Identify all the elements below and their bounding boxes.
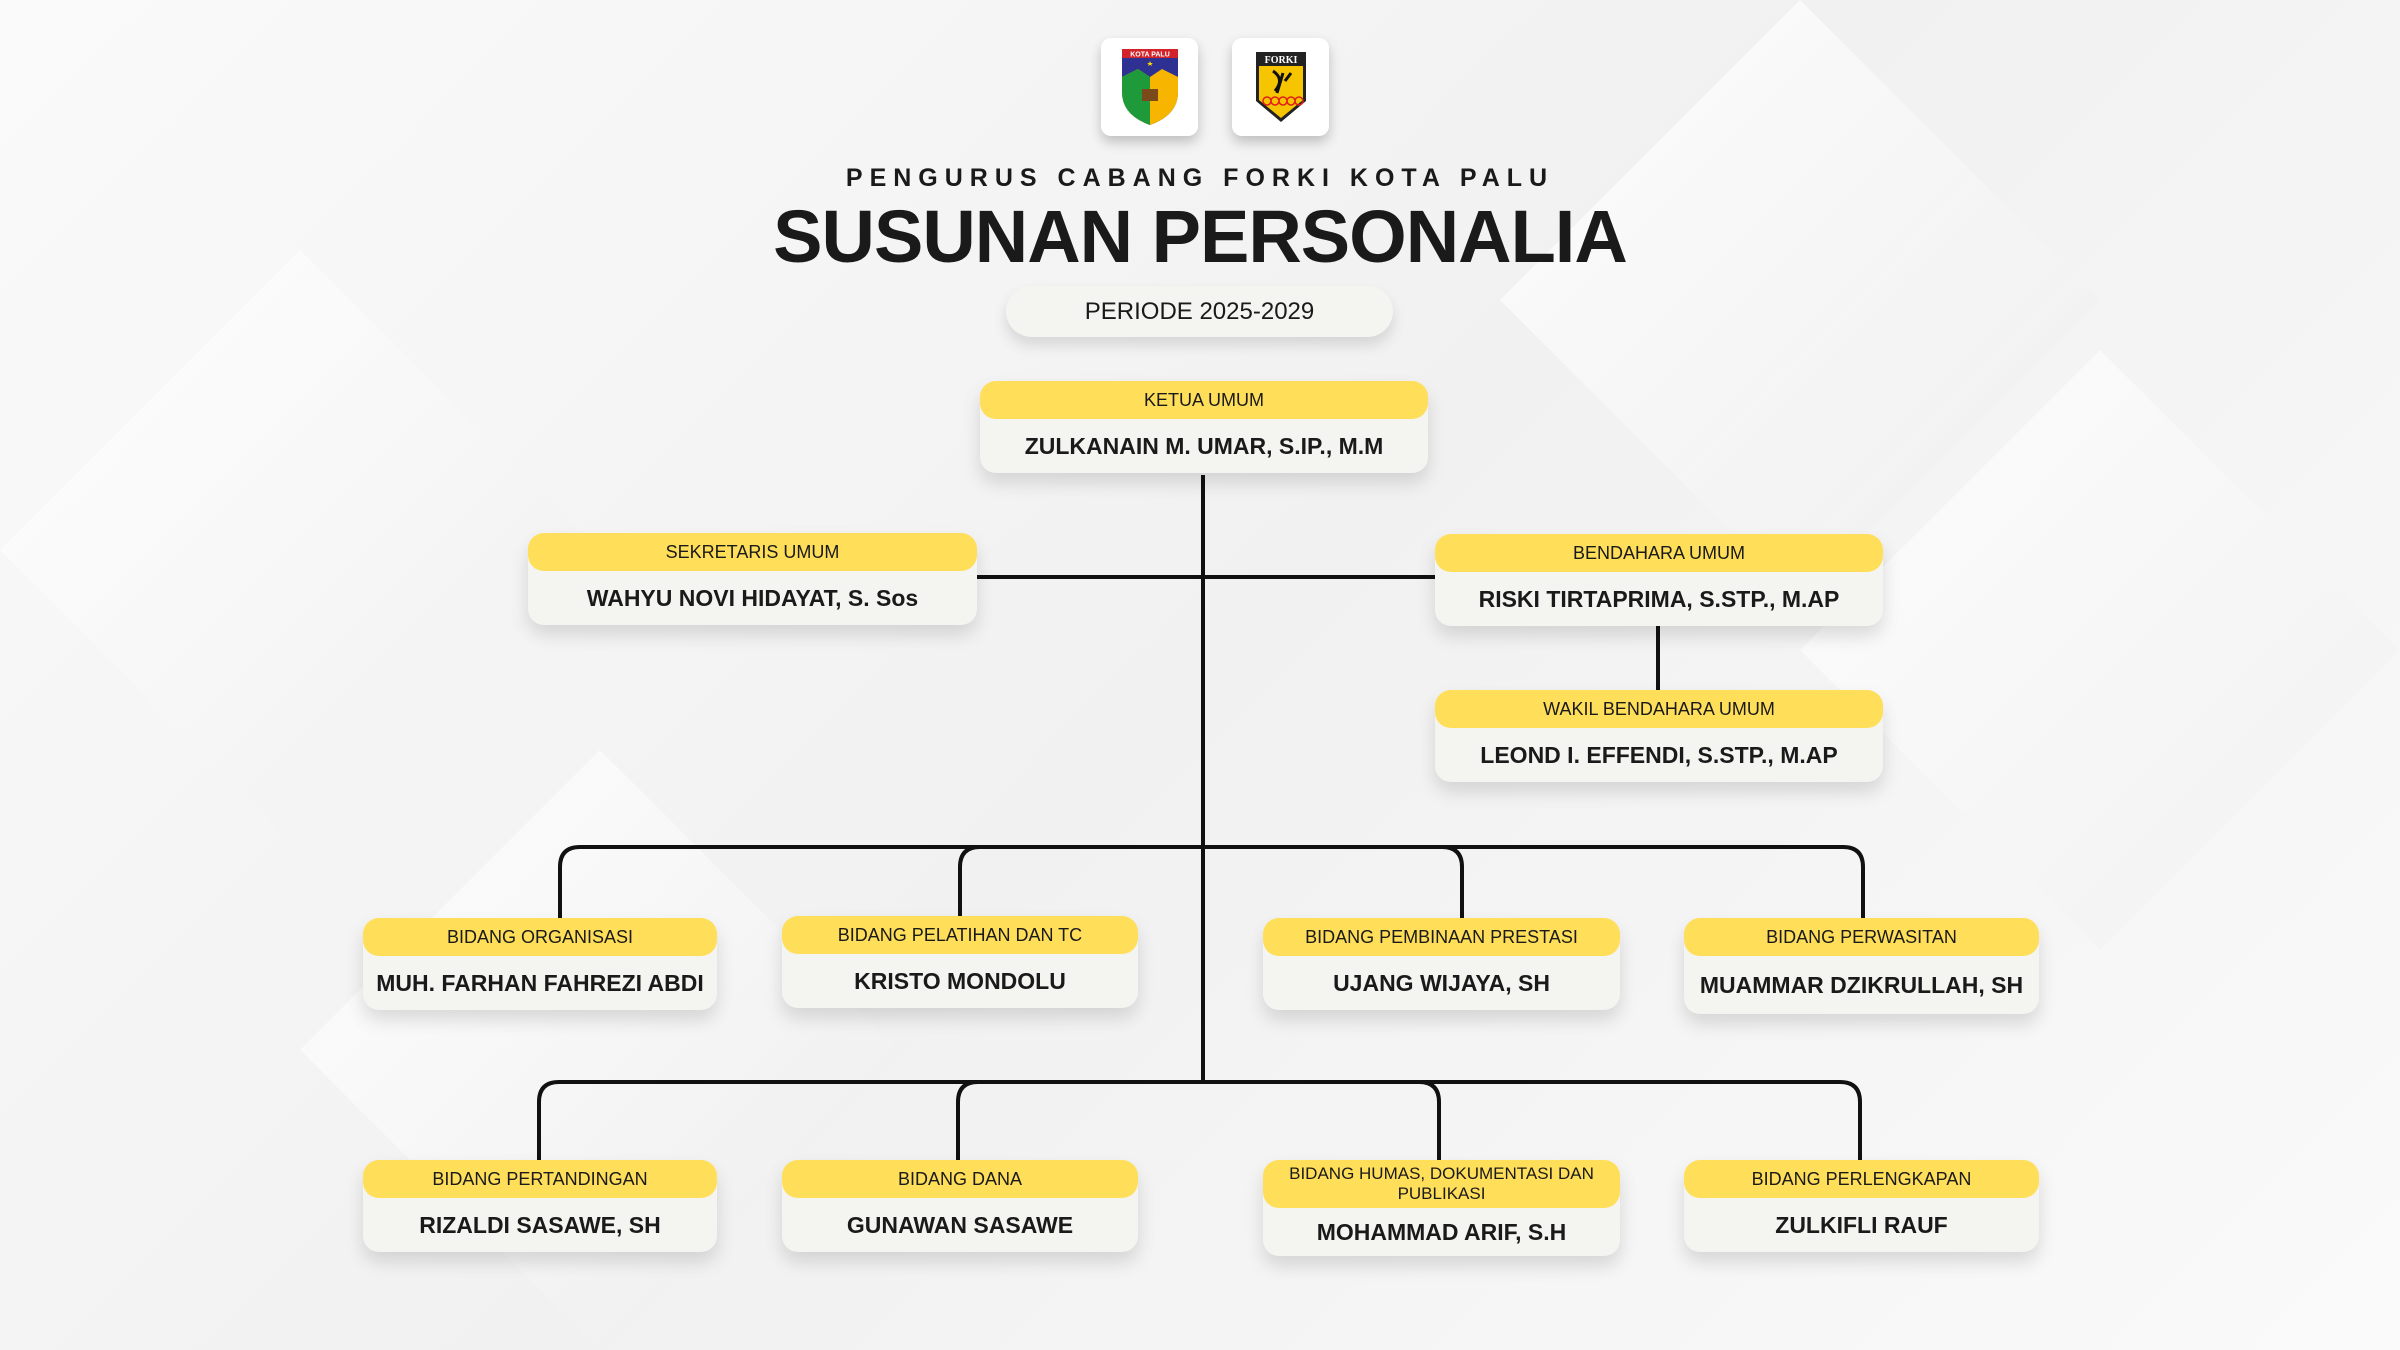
- position-bidang-perwasitan: BIDANG PERWASITAN MUAMMAR DZIKRULLAH, SH: [1684, 918, 2039, 1014]
- position-bidang-pembinaan: BIDANG PEMBINAAN PRESTASI UJANG WIJAYA, S…: [1263, 918, 1620, 1010]
- person-name: WAHYU NOVI HIDAYAT, S. Sos: [586, 584, 919, 611]
- role-label: BIDANG ORGANISASI: [363, 918, 717, 956]
- svg-text:FORKI: FORKI: [1264, 55, 1297, 66]
- role-label: BENDAHARA UMUM: [1435, 534, 1883, 572]
- position-bidang-organisasi: BIDANG ORGANISASI MUH. FARHAN FAHREZI ABD…: [363, 918, 717, 1010]
- person-name: RISKI TIRTAPRIMA, S.STP., M.AP: [1478, 585, 1840, 612]
- page-title: SUSUNAN PERSONALIA: [773, 195, 1628, 278]
- position-bidang-perlengkapan: BIDANG PERLENGKAPAN ZULKIFLI RAUF: [1684, 1160, 2039, 1252]
- role-label: BIDANG PEMBINAAN PRESTASI: [1263, 918, 1620, 956]
- person-name: MUH. FARHAN FAHREZI ABDI: [376, 969, 704, 996]
- person-name: ZULKIFLI RAUF: [1775, 1211, 1948, 1238]
- kota-palu-logo: KOTA PALU: [1101, 38, 1198, 136]
- person-name: MUAMMAR DZIKRULLAH, SH: [1699, 971, 2024, 998]
- role-label: BIDANG DANA: [782, 1160, 1138, 1198]
- person-name: GUNAWAN SASAWE: [846, 1211, 1074, 1238]
- person-name: MOHAMMAD ARIF, S.H: [1316, 1218, 1567, 1245]
- role-label: BIDANG PERTANDINGAN: [363, 1160, 717, 1198]
- position-bidang-humas: BIDANG HUMAS, DOKUMENTASI DAN PUBLIKASI M…: [1263, 1160, 1620, 1256]
- person-name: RIZALDI SASAWE, SH: [419, 1211, 661, 1238]
- position-sekretaris-umum: SEKRETARIS UMUM WAHYU NOVI HIDAYAT, S. So…: [528, 533, 977, 625]
- svg-text:KOTA PALU: KOTA PALU: [1130, 52, 1170, 59]
- role-label: KETUA UMUM: [980, 381, 1428, 419]
- role-label: SEKRETARIS UMUM: [528, 533, 977, 571]
- person-name: UJANG WIJAYA, SH: [1333, 969, 1550, 996]
- person-name: ZULKANAIN M. UMAR, S.IP., M.M: [1024, 432, 1384, 459]
- role-label: BIDANG HUMAS, DOKUMENTASI DAN PUBLIKASI: [1263, 1160, 1620, 1208]
- position-bidang-pelatihan: BIDANG PELATIHAN DAN TC KRISTO MONDOLU: [782, 916, 1138, 1008]
- role-label: WAKIL BENDAHARA UMUM: [1435, 690, 1883, 728]
- position-bendahara-umum: BENDAHARA UMUM RISKI TIRTAPRIMA, S.STP., …: [1435, 534, 1883, 626]
- position-bidang-pertandingan: BIDANG PERTANDINGAN RIZALDI SASAWE, SH: [363, 1160, 717, 1252]
- role-label: BIDANG PERLENGKAPAN: [1684, 1160, 2039, 1198]
- period-badge: PERIODE 2025-2029: [1006, 286, 1393, 337]
- position-wakil-bendahara: WAKIL BENDAHARA UMUM LEOND I. EFFENDI, S.…: [1435, 690, 1883, 782]
- position-ketua-umum: KETUA UMUM ZULKANAIN M. UMAR, S.IP., M.M: [980, 381, 1428, 473]
- position-bidang-dana: BIDANG DANA GUNAWAN SASAWE: [782, 1160, 1138, 1252]
- subtitle: PENGURUS CABANG FORKI KOTA PALU: [845, 164, 1555, 192]
- person-name: LEOND I. EFFENDI, S.STP., M.AP: [1480, 741, 1838, 768]
- role-label: BIDANG PELATIHAN DAN TC: [782, 916, 1138, 954]
- role-label: BIDANG PERWASITAN: [1684, 918, 2039, 956]
- forki-logo: FORKI: [1232, 38, 1329, 136]
- person-name: KRISTO MONDOLU: [854, 967, 1066, 994]
